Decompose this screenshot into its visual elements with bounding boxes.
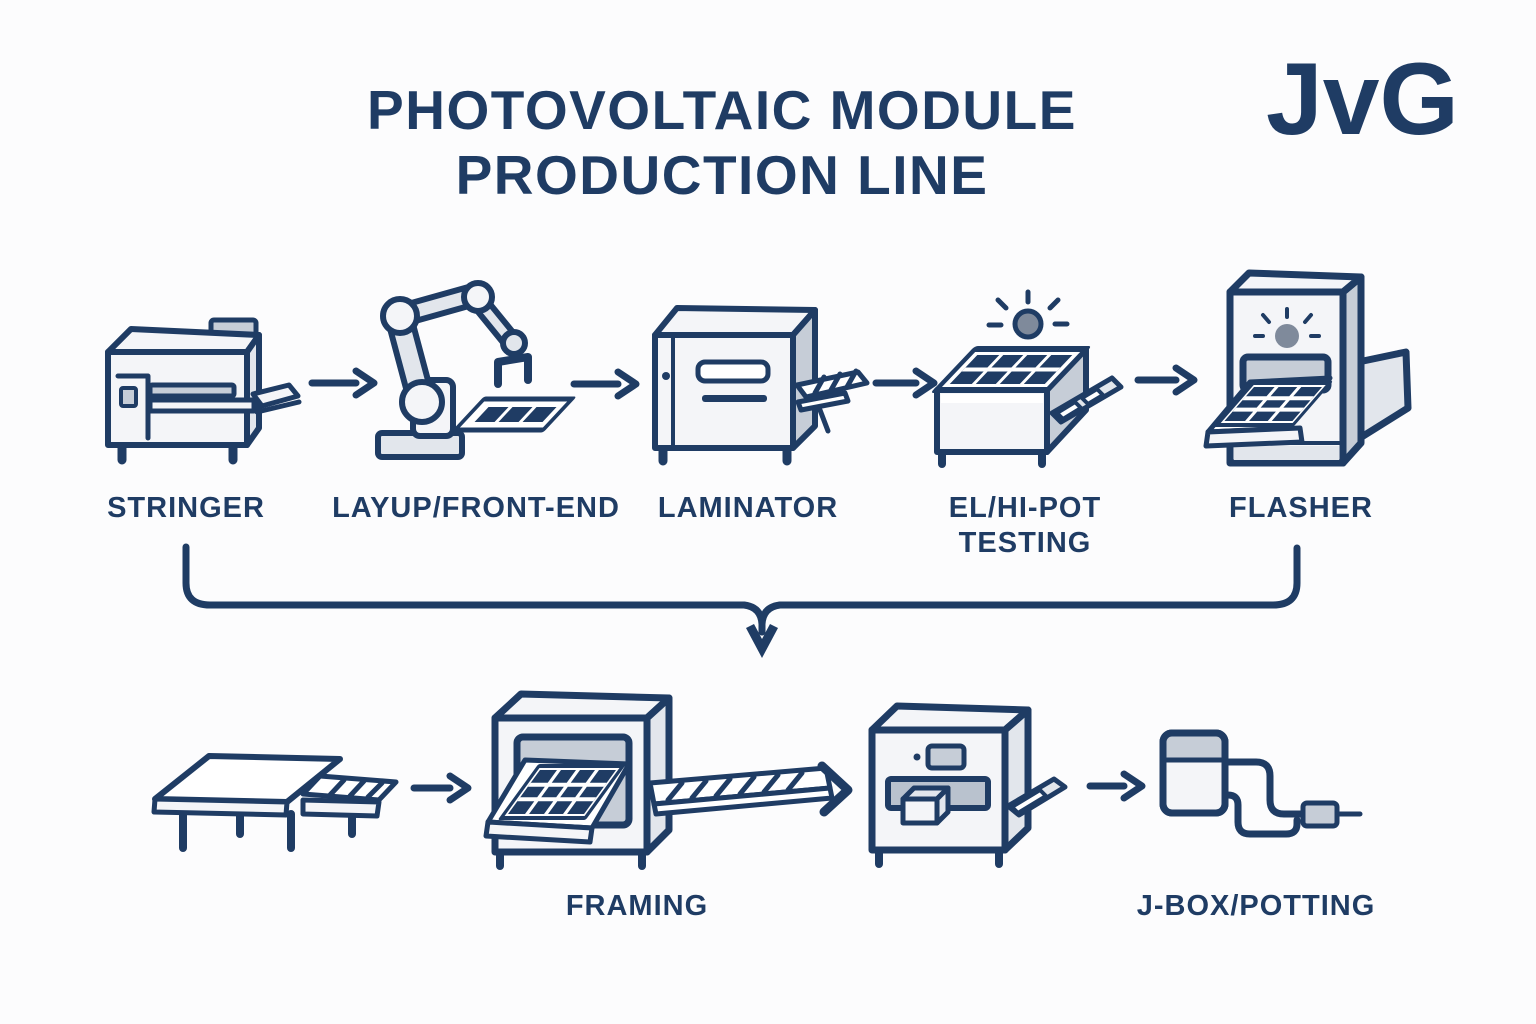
stage-label-layup-front-end: LAYUP/FRONT-END [332, 492, 620, 524]
junction-box-icon [1159, 729, 1363, 838]
cable-connector [1300, 800, 1340, 829]
laminator-conveyor [794, 368, 870, 434]
stage-label-flasher: FLASHER [1229, 492, 1373, 524]
arrow-layup-to-laminator [570, 368, 640, 400]
arrow-stringer-to-layup [308, 367, 378, 399]
layup-panel [451, 396, 576, 433]
flasher-machine-icon [1203, 269, 1412, 467]
arrow-table-to-framing [410, 772, 472, 804]
framing-machine-icon [483, 690, 853, 870]
flash-lamp-icon [1253, 307, 1321, 348]
page-title: PHOTOVOLTAIC MODULE PRODUCTION LINE [367, 78, 1077, 208]
conveyor-arrow-head [817, 761, 853, 817]
layup-robot-icon [375, 280, 576, 460]
framing-conveyor [647, 761, 853, 817]
jbox-potting-machine-icon [868, 702, 1068, 868]
flasher-panel [1214, 381, 1333, 427]
title-line-1: PHOTOVOLTAIC MODULE [367, 79, 1077, 141]
stage-label-stringer: STRINGER [107, 492, 265, 524]
el-label-line-1: EL/HI-POT [948, 492, 1102, 524]
laminator-machine-icon [652, 305, 870, 466]
el-label-line-2: TESTING [958, 527, 1092, 560]
small-box-on-shelf [900, 785, 951, 826]
el-output-tray [1049, 375, 1124, 425]
table-conveyor [300, 773, 399, 819]
framing-panel [498, 764, 626, 820]
transfer-table-icon [151, 753, 399, 852]
row-connector-arrow [182, 543, 1301, 658]
stringer-machine-icon [105, 317, 302, 465]
jvg-logo: JvG [1266, 42, 1459, 156]
el-panel-top [931, 346, 1091, 393]
arrow-el-to-flasher [1134, 364, 1198, 396]
stage-label-jbox-potting: J-BOX/POTTING [1136, 890, 1376, 922]
el-hipot-tester-icon [931, 289, 1124, 468]
stage-label-laminator: LAMINATOR [657, 492, 839, 524]
arrow-laminator-to-el [872, 367, 938, 399]
arrow-machine-to-jbox [1086, 770, 1146, 802]
title-line-2: PRODUCTION LINE [455, 143, 989, 206]
stage-label-framing: FRAMING [565, 890, 709, 922]
stage-label-el-hipot-testing: EL/HI-POT TESTING [949, 491, 1101, 562]
jbox-output-tray [1005, 776, 1068, 818]
light-source-icon [986, 289, 1070, 340]
